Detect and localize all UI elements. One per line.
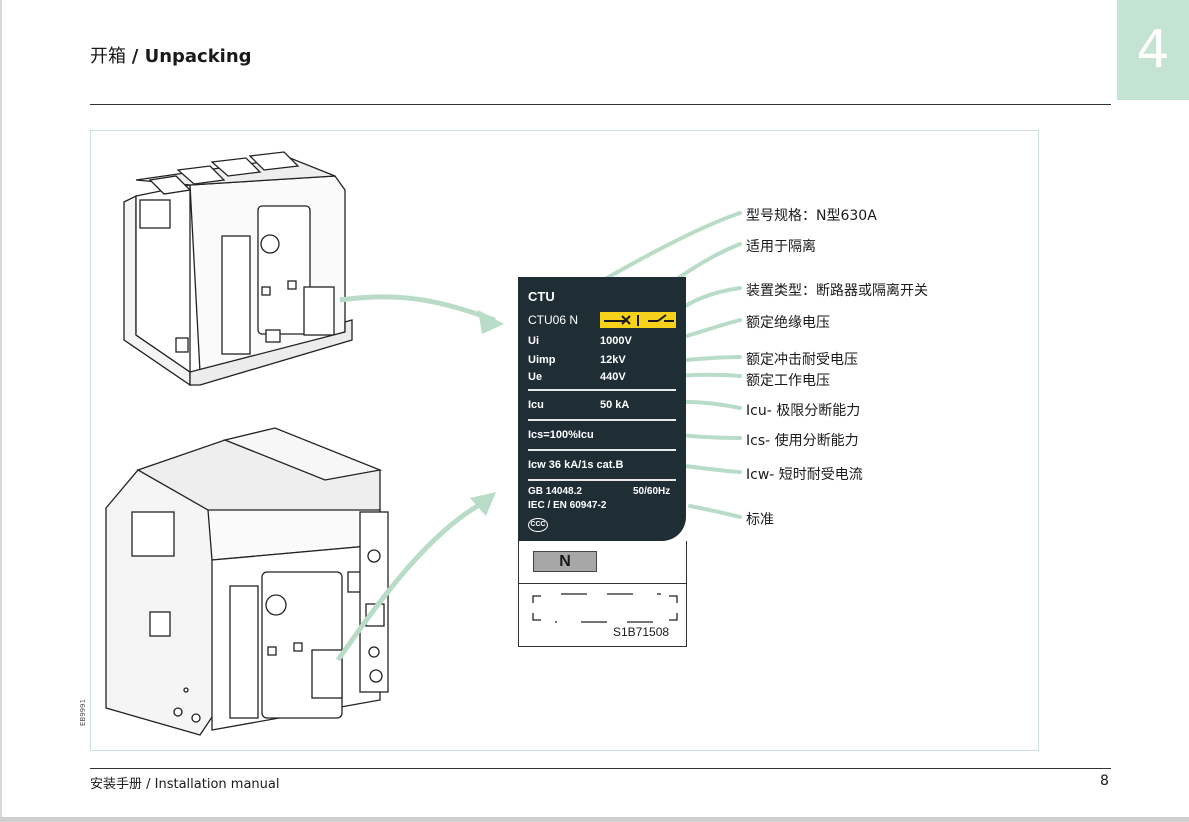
page-edge <box>0 0 2 822</box>
callout-rated-insulation-voltage: 额定绝缘电压 <box>746 315 830 331</box>
callout-icw: Icw- 短时耐受电流 <box>746 467 863 483</box>
barcode-placeholder-icon <box>532 593 678 623</box>
header-rule <box>90 104 1111 105</box>
plate-ui-value: 1000V <box>600 335 632 347</box>
callout-rated-impulse-voltage: 额定冲击耐受电压 <box>746 352 858 368</box>
plate-std-gb: GB 14048.2 <box>528 486 582 497</box>
page-number: 8 <box>1100 773 1109 789</box>
callout-standard: 标准 <box>746 512 774 528</box>
callout-device-type: 装置类型：断路器或隔离开关 <box>746 283 928 299</box>
page-edge-bottom <box>0 817 1189 822</box>
page-title: 开箱 / Unpacking <box>90 42 252 68</box>
label-divider <box>519 583 687 584</box>
plate-model: CTU06 N <box>528 313 579 327</box>
plate-icu-label: Icu <box>528 399 544 411</box>
withdrawable-breaker-illustration <box>105 427 389 736</box>
plate-ics: Ics=100%Icu <box>528 429 594 441</box>
plate-icu-value: 50 kA <box>600 399 630 411</box>
fixed-breaker-illustration <box>123 151 353 387</box>
plate-ui-label: Ui <box>528 335 539 347</box>
callout-isolation: 适用于隔离 <box>746 239 816 255</box>
callout-icu: Icu- 极限分断能力 <box>746 403 861 419</box>
footer-manual-title: 安装手册 / Installation manual <box>90 777 280 792</box>
plate-divider <box>528 449 676 451</box>
chapter-number: 4 <box>1136 20 1170 80</box>
plate-std-iec: IEC / EN 60947-2 <box>528 500 607 511</box>
connector-arrowheads <box>470 310 504 516</box>
nameplate: CTU CTU06 N Ui 1000V Uimp 12kV Ue 440V I… <box>518 277 686 541</box>
isolation-symbol <box>600 312 676 328</box>
plate-brand: CTU <box>528 289 555 304</box>
plate-frequency: 50/60Hz <box>633 486 671 497</box>
chapter-tab: 4 <box>1117 0 1189 100</box>
figure-frame <box>90 130 1039 751</box>
serial-number: S1B71508 <box>613 625 670 639</box>
plate-divider <box>528 389 676 391</box>
callout-rated-operating-voltage: 额定工作电压 <box>746 373 830 389</box>
plate-ue-value: 440V <box>600 371 626 383</box>
plate-uimp-label: Uimp <box>528 354 556 366</box>
page-title-zh: 开箱 <box>90 46 126 67</box>
ccc-mark-icon: CCC <box>528 518 548 532</box>
plate-divider <box>528 419 676 421</box>
plate-divider <box>528 479 676 481</box>
isolation-symbol-icon <box>604 314 674 326</box>
page-title-en: / Unpacking <box>131 46 252 67</box>
plate-icw: Icw 36 kA/1s cat.B <box>528 459 624 471</box>
breaker-type-box: N <box>533 551 597 572</box>
callout-ics: Ics- 使用分断能力 <box>746 433 859 449</box>
plate-ue-label: Ue <box>528 371 543 383</box>
footer-rule <box>90 768 1111 769</box>
nameplate-label-area: N S1B71508 <box>518 541 687 647</box>
plate-uimp-value: 12kV <box>600 354 626 366</box>
callout-model-spec: 型号规格：N型630A <box>746 208 877 224</box>
